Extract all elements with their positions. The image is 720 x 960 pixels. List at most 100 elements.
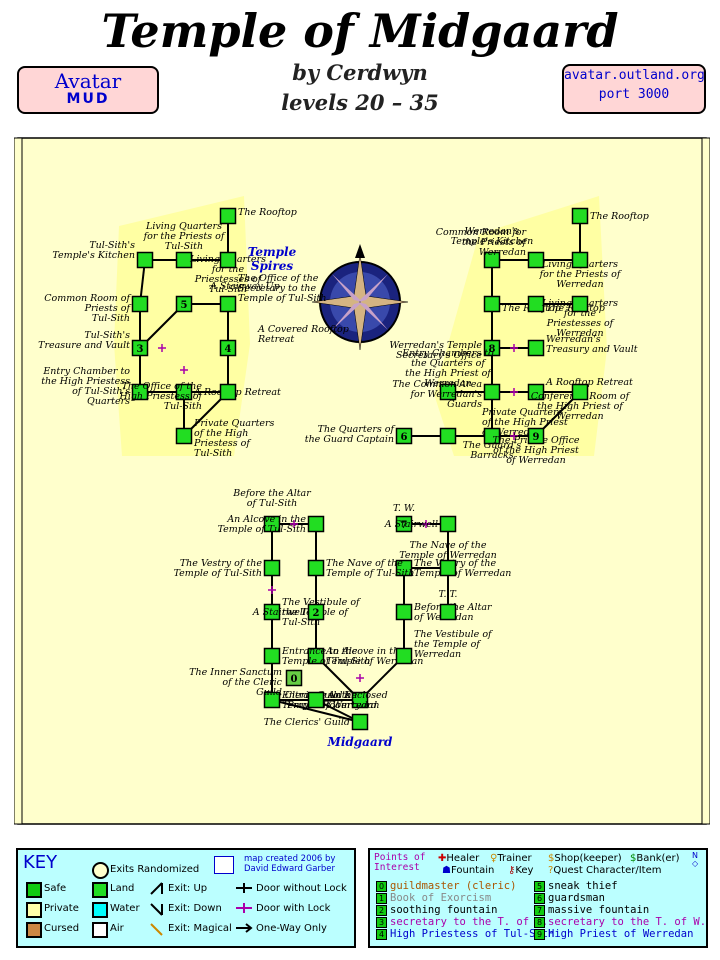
room-tt5[interactable] (131, 295, 149, 313)
room-g19[interactable]: 0 (285, 669, 303, 687)
room-tile[interactable] (483, 427, 501, 445)
room-tile[interactable] (527, 251, 545, 269)
room-g11[interactable] (263, 603, 281, 621)
room-tt8[interactable]: 3 (131, 339, 149, 357)
room-tt2[interactable] (175, 251, 193, 269)
room-tile[interactable] (307, 647, 325, 665)
room-g12[interactable]: 2 (307, 603, 325, 621)
room-tile[interactable] (439, 559, 457, 577)
room-tile[interactable] (439, 427, 457, 445)
room-tile[interactable] (263, 603, 281, 621)
room-w7[interactable] (571, 295, 589, 313)
room-tt3[interactable] (219, 207, 237, 225)
room-tile[interactable] (263, 515, 281, 533)
room-tile[interactable] (571, 207, 589, 225)
room-g4[interactable] (439, 515, 457, 533)
room-g8[interactable] (307, 559, 325, 577)
room-tile[interactable] (131, 383, 149, 401)
room-tile[interactable] (483, 251, 501, 269)
room-w1[interactable] (483, 251, 501, 269)
room-tile[interactable] (285, 669, 303, 687)
room-w15[interactable] (439, 427, 457, 445)
room-tile[interactable] (136, 251, 154, 269)
room-g14[interactable] (395, 647, 413, 665)
room-tile[interactable] (395, 515, 413, 533)
room-tile[interactable] (483, 383, 501, 401)
room-tile[interactable] (219, 383, 237, 401)
room-tt13[interactable] (175, 427, 193, 445)
room-tile[interactable] (175, 427, 193, 445)
room-g3[interactable]: 7 (395, 515, 413, 533)
room-tile[interactable] (263, 559, 281, 577)
room-w16[interactable] (483, 427, 501, 445)
room-tile[interactable] (527, 339, 545, 357)
room-tile[interactable] (263, 647, 281, 665)
room-g18[interactable] (307, 691, 325, 709)
room-g5[interactable] (395, 559, 413, 577)
room-tile[interactable] (307, 603, 325, 621)
room-g16[interactable] (351, 691, 369, 709)
room-w5[interactable] (483, 295, 501, 313)
room-g20[interactable] (351, 713, 369, 731)
room-w8[interactable]: 8 (483, 339, 501, 357)
room-tile[interactable] (351, 713, 369, 731)
room-tile[interactable] (395, 559, 413, 577)
room-w9[interactable] (527, 339, 545, 357)
room-tile[interactable] (219, 295, 237, 313)
room-w12[interactable] (527, 383, 545, 401)
room-tile[interactable] (395, 647, 413, 665)
room-tile[interactable] (175, 251, 193, 269)
room-g15[interactable] (263, 647, 281, 665)
room-g9[interactable] (395, 603, 413, 621)
room-tile[interactable] (571, 251, 589, 269)
room-tile[interactable] (219, 251, 237, 269)
room-tile[interactable] (395, 427, 413, 445)
room-tile[interactable] (527, 427, 545, 445)
room-w14[interactable]: 6 (395, 427, 413, 445)
room-w6[interactable] (527, 295, 545, 313)
room-tt7[interactable] (219, 295, 237, 313)
room-tile[interactable] (131, 295, 149, 313)
room-g7[interactable] (263, 559, 281, 577)
room-tile[interactable] (571, 383, 589, 401)
room-g17[interactable] (263, 691, 281, 709)
room-w17[interactable]: 9 (527, 427, 545, 445)
room-tile[interactable] (219, 207, 237, 225)
room-tt6[interactable]: 5 (175, 295, 193, 313)
room-g1[interactable] (263, 515, 281, 533)
room-w11[interactable] (483, 383, 501, 401)
room-tile[interactable] (175, 383, 193, 401)
room-w10[interactable] (439, 383, 457, 401)
room-tile[interactable] (527, 383, 545, 401)
room-tile[interactable] (307, 515, 325, 533)
room-tile[interactable] (439, 515, 457, 533)
room-tile[interactable] (175, 295, 193, 313)
room-g6[interactable] (439, 559, 457, 577)
room-tile[interactable] (483, 339, 501, 357)
room-tt1[interactable] (136, 251, 154, 269)
room-tile[interactable] (527, 295, 545, 313)
room-g2[interactable] (307, 515, 325, 533)
room-tile[interactable] (439, 603, 457, 621)
room-tile[interactable] (219, 339, 237, 357)
room-tile[interactable] (131, 339, 149, 357)
room-tile[interactable] (439, 383, 457, 401)
room-w4[interactable] (571, 251, 589, 269)
room-tile[interactable] (395, 603, 413, 621)
room-tile[interactable] (307, 559, 325, 577)
room-tt10[interactable] (131, 383, 149, 401)
room-tile[interactable] (571, 295, 589, 313)
room-tile[interactable] (263, 691, 281, 709)
room-tt12[interactable] (219, 383, 237, 401)
room-g10[interactable] (439, 603, 457, 621)
room-tile[interactable] (307, 691, 325, 709)
room-w2[interactable] (571, 207, 589, 225)
room-tt4[interactable] (219, 251, 237, 269)
room-tt9[interactable]: 4 (219, 339, 237, 357)
room-w3[interactable] (527, 251, 545, 269)
room-tile[interactable] (351, 691, 369, 709)
room-w13[interactable] (571, 383, 589, 401)
room-tile[interactable] (483, 295, 501, 313)
room-tt11[interactable] (175, 383, 193, 401)
room-g13[interactable] (307, 647, 325, 665)
